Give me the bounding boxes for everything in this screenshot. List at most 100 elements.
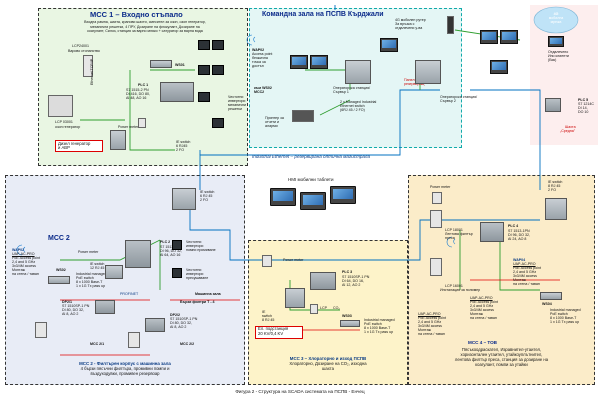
substation-2: 20 KV/0,4 KV (258, 331, 284, 336)
mobile-network-cloud (533, 6, 579, 34)
operator-monitor-5 (500, 30, 518, 44)
lcp16001-1: LCP 16001 (445, 284, 463, 288)
wap-b-4: 3x3/4M access (418, 324, 442, 328)
ie-switch-mcc4-2: 8 RJ 45 (548, 184, 561, 188)
ws02-switch (48, 276, 70, 284)
lcp16001-2: Инсталация за полимер (440, 288, 481, 292)
operator-monitor-6 (490, 60, 508, 74)
substation-box (255, 326, 303, 339)
dp21 (95, 300, 115, 314)
hmi-tablet-3 (330, 186, 356, 204)
mcc4-title: MCC 4 – ТОВ (468, 340, 497, 345)
mcc1-zone (38, 8, 248, 166)
wap04b-6: на стена / таван (470, 316, 497, 320)
mcc21-panel (35, 322, 47, 338)
mcc3-footer-1: MCC 3 – Хлораторно и изход ПСПВ (289, 356, 367, 361)
fiber-label: Industrial Ethernet – резервирана оптичн… (252, 154, 371, 159)
wap02-control-4: точка за (252, 60, 266, 64)
ws02-sub-1: Industrial managed (76, 272, 107, 276)
operator1-label-2: Сървър 1 (333, 90, 349, 94)
lcp16001-panel (430, 258, 442, 276)
wap-b-3: 2,4 and 5 GHz (418, 320, 442, 324)
dp21-2: S7 1510SP-1 PN (62, 304, 90, 308)
plc4-spec-2: DI 96, DO 32, (508, 233, 530, 237)
printer-label-3: аларми (265, 124, 278, 128)
ie-switch-mcc2-1: IE switch (200, 190, 215, 194)
mcc2-vfd-1 (172, 240, 182, 250)
to-ws02-2: MCC2 (254, 90, 265, 94)
ws03-sub-3: 8 x 1000 Base-T (364, 326, 391, 330)
dp21-1: DP2/1 (62, 300, 72, 304)
wap04b-4: 3x3/4M access (470, 308, 494, 312)
diesel-label-1: Дизел генератор (58, 140, 91, 146)
mcc2-footer-3: въздуходувки, промивен резервоар (90, 371, 160, 376)
power-meter-mcc1: Power meter (118, 125, 139, 129)
printer-label-1: Принтер за (265, 116, 284, 120)
mcc1-right-label2-2: решетки (228, 107, 242, 111)
plc4-name: PLC 4 (508, 224, 519, 228)
wap02-control-1: WAP02 (252, 48, 265, 52)
dp22-4: AI 8, AO 2 (170, 325, 187, 329)
ie-switch-12-2: 12 RJ 45 (90, 266, 105, 270)
plc5-label-3: DI 14, (578, 106, 588, 110)
ws03-label: WS03 (342, 314, 352, 318)
wap-b-2: PoE Access point (418, 316, 446, 320)
substation-1: Ел. подстанция (258, 326, 289, 331)
wap02-mcc2-3: PoE Access point (12, 256, 40, 260)
wap04b-2: PoE Access point (470, 300, 498, 304)
mcc1-title: MCC 1 – Входно стъпало (90, 10, 183, 19)
dp22-1: DP2/2 (170, 313, 180, 317)
mcc1-switch-label-2: 6 RJ45 (176, 144, 188, 148)
plc2-name: PLC 2 (160, 240, 171, 244)
plc1-spec-3: AI 48, AO 16 (126, 96, 147, 100)
remote-ips-3: (Бяк) (548, 58, 557, 62)
managed-switch-1 (345, 60, 371, 84)
ie-switch-mcc3-2: switch (262, 314, 272, 318)
remote-laptop (548, 36, 564, 47)
ws04-sub-3: 8 x 1000 Base-T (550, 316, 577, 320)
mcc1-switch-left (110, 130, 126, 150)
wap02-mcc2-6: Монтаж (12, 268, 26, 272)
ie-switch-mcc3 (285, 288, 305, 308)
lcp18001-panel (430, 210, 442, 228)
lcp18001-3: преса (445, 236, 455, 240)
profinet-label: PROFINET (120, 292, 139, 296)
dp22-3: DI 80, DO 32, (170, 321, 192, 325)
mcc4-footer-2: хоризонтален утаител, утайкоуплътнител, (460, 352, 543, 357)
wap04-2: UAP-AC-PRO (513, 262, 536, 266)
hmi-tablet-1 (270, 188, 296, 206)
mcc4-footer-1: Пясъкоодраскател, Изравнител-утаител, (461, 347, 542, 352)
mobile-net-3: мрежа (550, 20, 562, 24)
ws04-label: WS04 (542, 302, 552, 306)
lcp18001-2: Лентова филтър (445, 232, 473, 236)
ws04-sub-2: PoE switch (550, 312, 568, 316)
hmi-label: HMI мобилни таблети (288, 177, 334, 182)
mcc2-vfd-2 (172, 268, 182, 278)
operator1-label-1: Операторска станция/ (333, 86, 371, 90)
to-ws02-1: към WS02 (254, 86, 272, 90)
ws04-sub-1: Industrial managed (550, 308, 581, 312)
mcc1-meter (138, 118, 146, 128)
operator2-label-2: Сървър 2 (440, 99, 456, 103)
ws04-sub-4: 1 x 1G Tx pass up (550, 320, 580, 324)
managed-label-3: (6RJ 45 / 2 FO) (340, 108, 365, 112)
printer (292, 110, 314, 122)
managed-switch-2 (415, 60, 441, 84)
mcc2-zone (5, 175, 245, 385)
wap04-5: 3x3/4M access (513, 274, 537, 278)
router-label-3: отдалечени у-ва (395, 26, 423, 30)
wap04b-1: UAP-AC-PRO (470, 296, 493, 300)
power-meter-mcc3: Power meter (283, 258, 304, 262)
wap02-mcc2-1: WAP02 (12, 248, 25, 252)
mcc2-title: MCC 2 (48, 235, 70, 242)
vfd2-3: пресушаване (186, 276, 209, 280)
router-label-2: За връзка с (395, 22, 415, 26)
lcp-top-panel (83, 55, 93, 77)
mcc1-cabinet-6 (212, 118, 224, 128)
mcc4-footer-3: лентова филтър преса, станция за дозиран… (454, 357, 549, 362)
mcc1-desc-3: коагулант, Силоз, станция за варно мляко… (87, 29, 203, 33)
ws03-sub-1: Industrial managed (364, 318, 395, 322)
mcc1-right-label2-1: механични (228, 103, 247, 107)
mcc3-footer-3: шахта (322, 366, 334, 371)
ie-switch-mcc4 (545, 198, 567, 220)
